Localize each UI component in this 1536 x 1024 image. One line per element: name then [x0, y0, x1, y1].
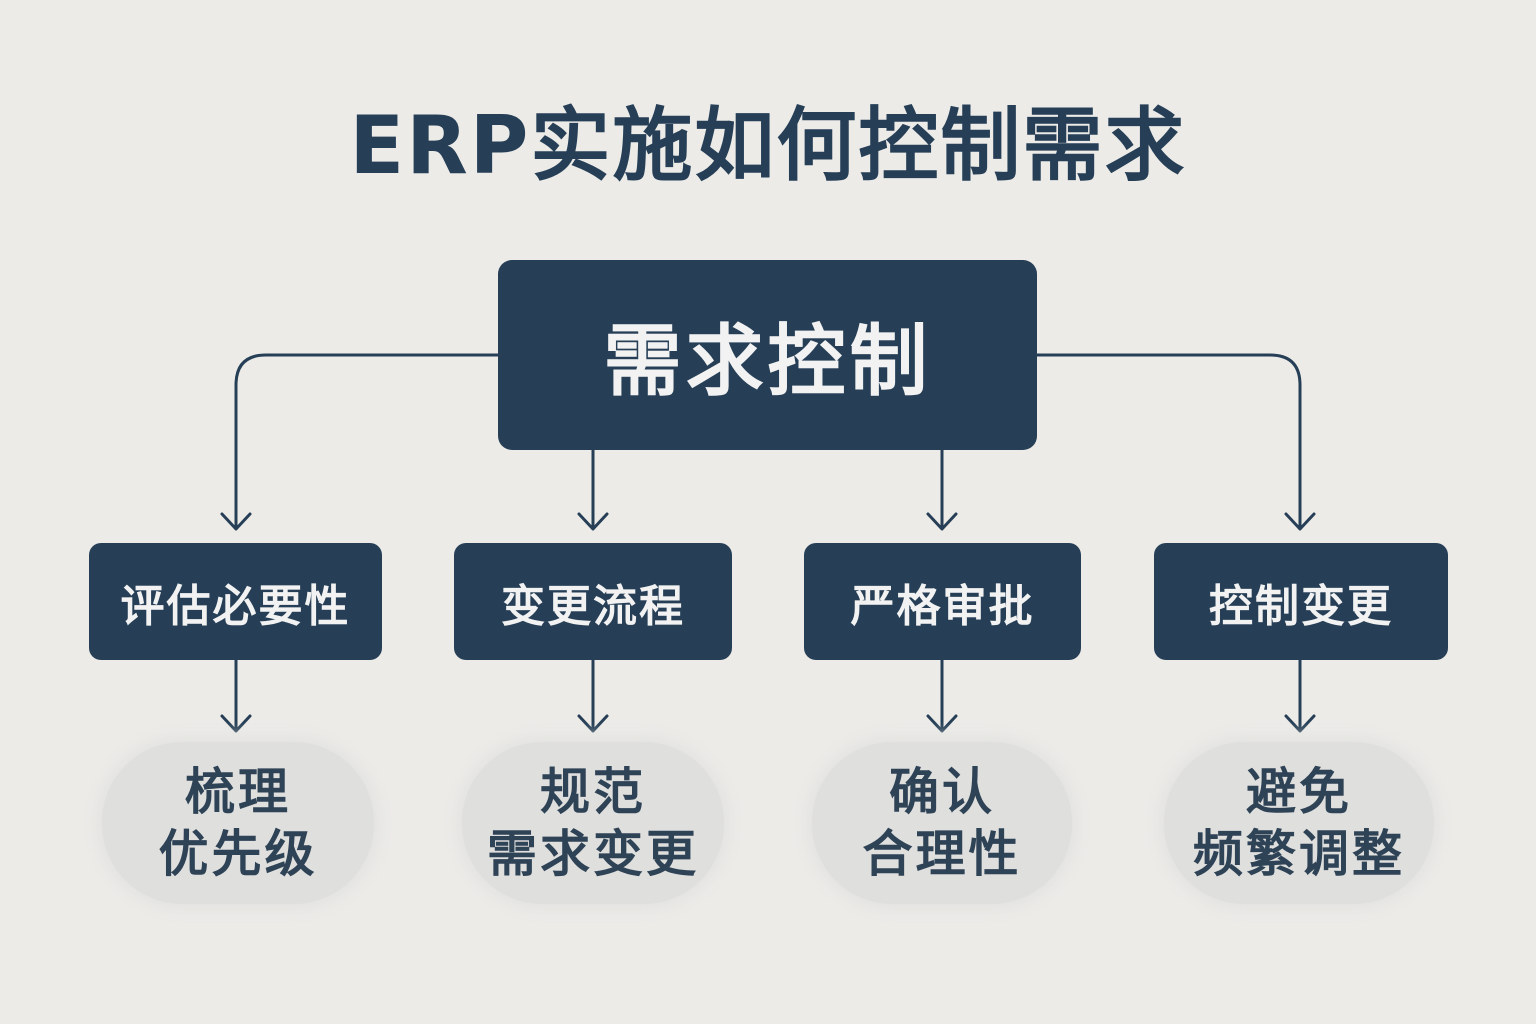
result-node-2: 规范 需求变更 — [462, 742, 724, 904]
branch-node-2: 变更流程 — [454, 543, 732, 660]
arrowhead-result-4 — [1284, 714, 1316, 733]
connector-root-to-branch-4 — [1035, 353, 1302, 530]
arrowhead-branch-3 — [926, 512, 958, 531]
result-line-1: 避免 — [1246, 763, 1352, 821]
result-node-3: 确认 合理性 — [812, 742, 1072, 904]
branch-node-label: 评估必要性 — [120, 580, 351, 632]
result-node-1: 梳理 优先级 — [102, 742, 374, 904]
result-line-2: 合理性 — [862, 825, 1022, 883]
arrowhead-result-3 — [926, 714, 958, 733]
arrowhead-branch-1 — [220, 512, 252, 531]
root-node-label: 需求控制 — [603, 317, 932, 407]
arrowhead-branch-4 — [1284, 512, 1316, 531]
branch-node-label: 控制变更 — [1209, 580, 1393, 632]
result-line-2: 优先级 — [158, 825, 318, 883]
root-node: 需求控制 — [498, 260, 1037, 450]
result-line-1: 确认 — [889, 763, 995, 821]
branch-node-label: 严格审批 — [850, 580, 1035, 632]
diagram-title: ERP实施如何控制需求 — [349, 99, 1187, 192]
connector-root-to-branch-1 — [234, 353, 500, 530]
result-line-2: 需求变更 — [487, 825, 699, 883]
branch-node-3: 严格审批 — [804, 543, 1081, 660]
result-line-1: 梳理 — [185, 763, 291, 821]
arrowhead-result-2 — [577, 714, 609, 733]
result-line-1: 规范 — [540, 763, 646, 821]
branch-node-4: 控制变更 — [1154, 543, 1448, 660]
arrowhead-branch-2 — [577, 512, 609, 531]
arrowhead-result-1 — [220, 714, 252, 733]
result-line-2: 频繁调整 — [1193, 825, 1405, 883]
branch-node-1: 评估必要性 — [89, 543, 382, 660]
result-node-4: 避免 频繁调整 — [1164, 742, 1434, 904]
branch-node-label: 变更流程 — [501, 580, 685, 632]
